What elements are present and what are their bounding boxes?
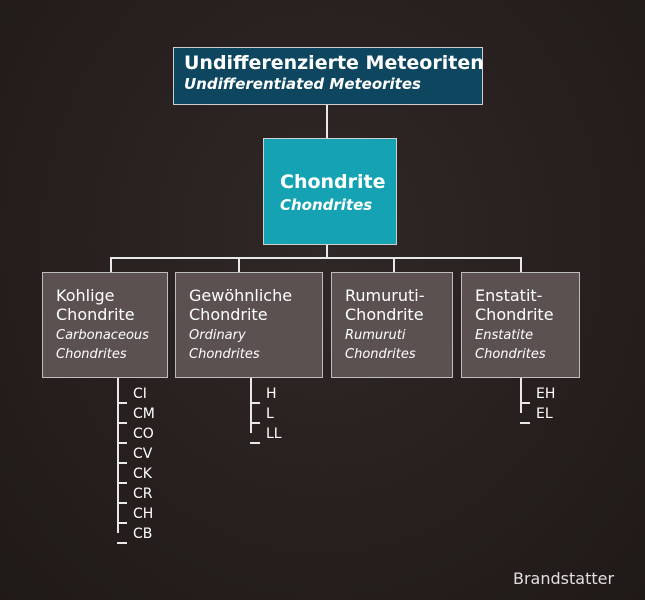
connector-root-center xyxy=(326,105,328,138)
code-label: EH xyxy=(536,386,556,402)
watermark: Brandstatter xyxy=(513,569,615,588)
connector-bus xyxy=(110,257,522,259)
root-node: Undifferenzierte Meteoriten Undifferenti… xyxy=(173,47,484,105)
chondrite-title-de: Chondrite xyxy=(280,171,386,193)
category-title-en: Ordinary Chondrites xyxy=(189,328,260,362)
code-label: CM xyxy=(133,406,155,422)
code-label: CR xyxy=(133,486,153,502)
code-tick xyxy=(117,442,127,444)
code-tick xyxy=(250,442,260,444)
connector-drop-4 xyxy=(520,257,522,272)
chondrite-title-en: Chondrites xyxy=(280,196,373,214)
codes-trunk-ordinary xyxy=(250,378,252,433)
code-tick xyxy=(250,422,260,424)
category-carbonaceous: Kohlige Chondrite Carbonaceous Chondrite… xyxy=(42,272,168,378)
codes-trunk-enstatite xyxy=(520,378,522,413)
category-title-de: Enstatit- Chondrite xyxy=(475,286,554,324)
code-label: CV xyxy=(133,446,153,462)
connector-drop-2 xyxy=(238,257,240,272)
code-label: CB xyxy=(133,526,153,542)
code-tick xyxy=(117,482,127,484)
root-title-en: Undifferentiated Meteorites xyxy=(184,75,421,93)
category-rumuruti: Rumuruti- Chondrite Rumuruti Chondrites xyxy=(331,272,453,378)
root-title-de: Undifferenzierte Meteoriten xyxy=(184,52,484,74)
code-tick xyxy=(117,402,127,404)
code-label: H xyxy=(266,386,277,402)
code-tick xyxy=(117,542,127,544)
code-label: LL xyxy=(266,426,282,442)
connector-drop-3 xyxy=(393,257,395,272)
code-label: CK xyxy=(133,466,152,482)
code-label: CI xyxy=(133,386,147,402)
code-tick xyxy=(117,522,127,524)
code-label: EL xyxy=(536,406,553,422)
code-tick xyxy=(250,402,260,404)
category-title-en: Rumuruti Chondrites xyxy=(345,328,416,362)
codes-trunk-carbonaceous xyxy=(117,378,119,533)
category-title-en: Carbonaceous Chondrites xyxy=(56,328,149,362)
category-ordinary: Gewöhnliche Chondrite Ordinary Chondrite… xyxy=(175,272,323,378)
category-title-de: Rumuruti- Chondrite xyxy=(345,286,425,324)
code-tick xyxy=(117,422,127,424)
category-title-de: Kohlige Chondrite xyxy=(56,286,135,324)
chondrite-node: Chondrite Chondrites xyxy=(263,138,397,245)
connector-center-bus xyxy=(326,245,328,258)
code-label: CH xyxy=(133,506,154,522)
code-tick xyxy=(520,402,530,404)
code-tick xyxy=(117,502,127,504)
category-title-de: Gewöhnliche Chondrite xyxy=(189,286,293,324)
category-enstatite: Enstatit- Chondrite Enstatite Chondrites xyxy=(461,272,580,378)
code-tick xyxy=(520,422,530,424)
connector-drop-1 xyxy=(110,257,112,272)
code-label: L xyxy=(266,406,274,422)
code-tick xyxy=(117,462,127,464)
category-title-en: Enstatite Chondrites xyxy=(475,328,546,362)
code-label: CO xyxy=(133,426,154,442)
